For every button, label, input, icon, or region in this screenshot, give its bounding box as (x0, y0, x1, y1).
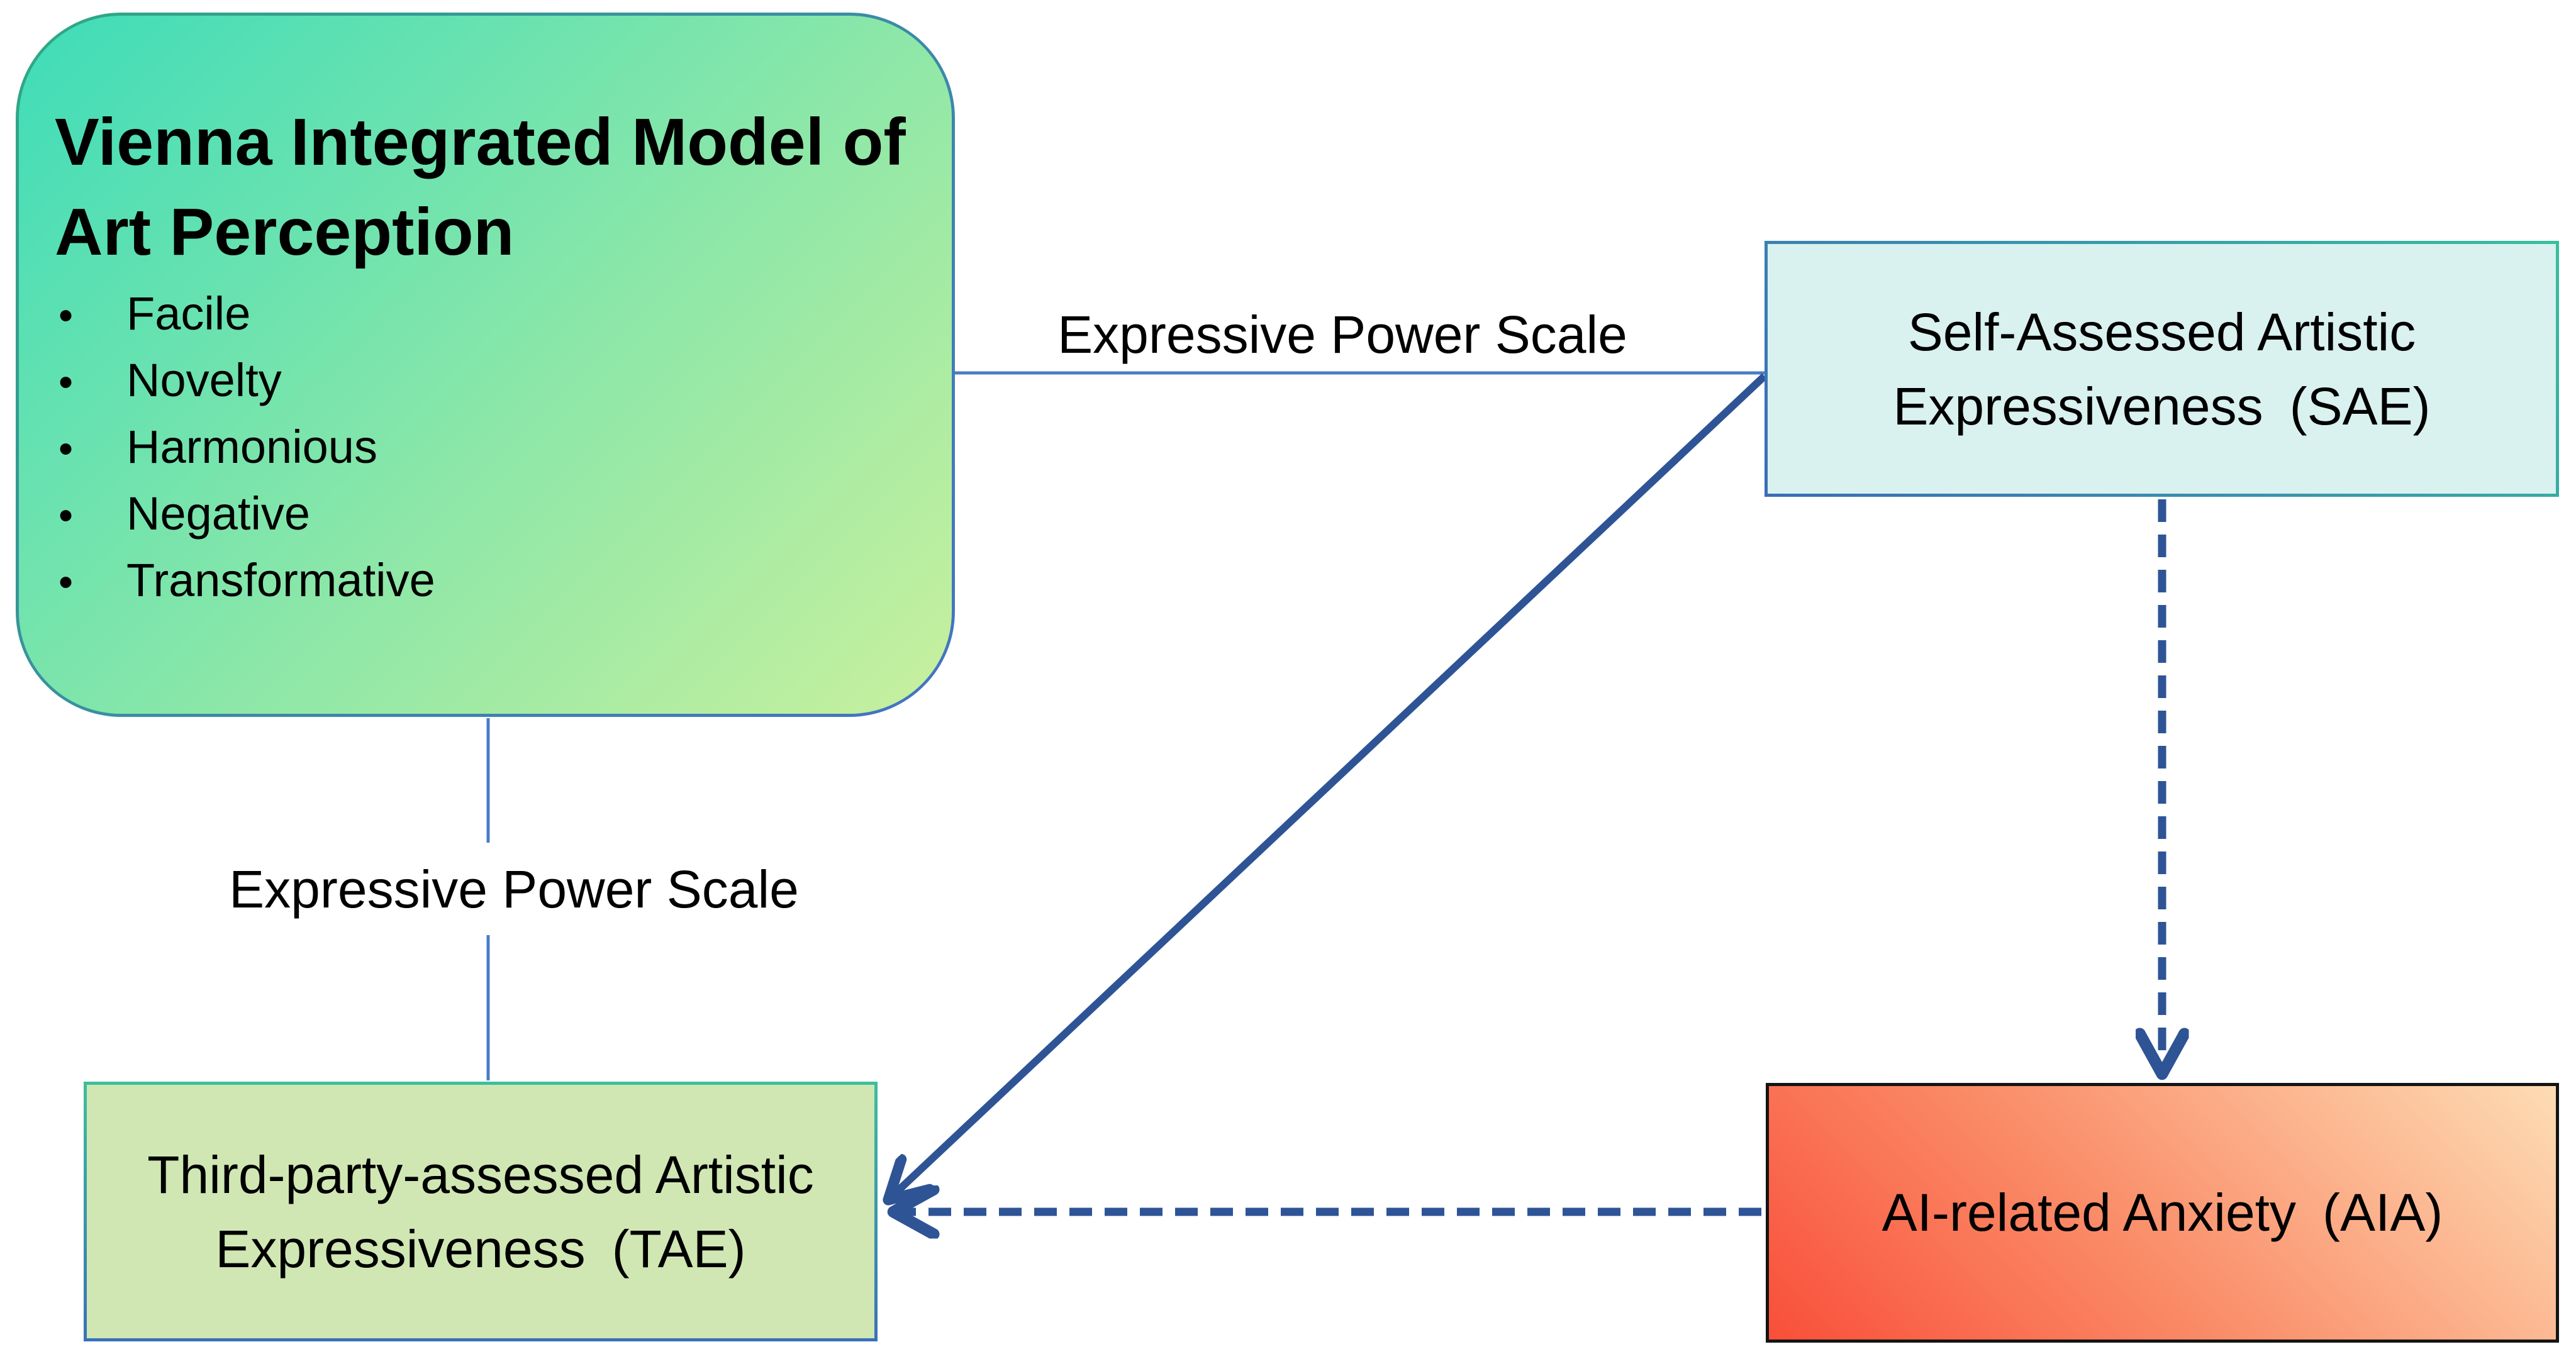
list-item: • Negative (59, 481, 927, 548)
bullet-dot: • (59, 425, 74, 472)
expressive-power-scale-label-top: Expressive Power Scale (1057, 305, 1627, 364)
sae-box: Self-Assessed Artistic Expressiveness (S… (1765, 241, 2559, 497)
list-item-label: Negative (126, 487, 311, 540)
vienna-dimension-list: • Facile • Novelty • Harmonious • Negati… (55, 281, 927, 614)
aia-label: AI-related Anxiety (AIA) (1882, 1183, 2443, 1242)
tae-label-line2: Expressiveness (TAE) (215, 1219, 746, 1279)
sae-box-fill: Self-Assessed Artistic Expressiveness (S… (1768, 244, 2556, 494)
aia-box: AI-related Anxiety (AIA) (1766, 1083, 2559, 1343)
tae-label-line1: Third-party-assessed Artistic (147, 1145, 814, 1204)
tae-box: Third-party-assessed Artistic Expressive… (84, 1082, 878, 1341)
list-item: • Transformative (59, 548, 927, 614)
list-item: • Novelty (59, 348, 927, 414)
sae-to-tae-solid-arrow (888, 373, 1768, 1200)
sae-label-line2: Expressiveness (SAE) (1893, 376, 2431, 436)
expressive-power-scale-label-left: Expressive Power Scale (229, 860, 799, 919)
list-item-label: Facile (126, 287, 251, 340)
bullet-dot: • (59, 558, 74, 606)
vienna-model-box: Vienna Integrated Model of Art Perceptio… (16, 13, 955, 717)
bullet-dot: • (59, 292, 74, 339)
tae-box-fill: Third-party-assessed Artistic Expressive… (87, 1085, 874, 1338)
vienna-model-box-fill: Vienna Integrated Model of Art Perceptio… (19, 16, 952, 714)
list-item-label: Harmonious (126, 421, 377, 474)
list-item: • Facile (59, 281, 927, 348)
bullet-dot: • (59, 358, 74, 406)
vienna-model-title: Vienna Integrated Model of Art Perceptio… (55, 105, 906, 270)
list-item: • Harmonious (59, 414, 927, 481)
bullet-dot: • (59, 492, 74, 539)
sae-label-line1: Self-Assessed Artistic (1907, 302, 2416, 362)
list-item-label: Transformative (126, 554, 435, 607)
list-item-label: Novelty (126, 354, 282, 407)
